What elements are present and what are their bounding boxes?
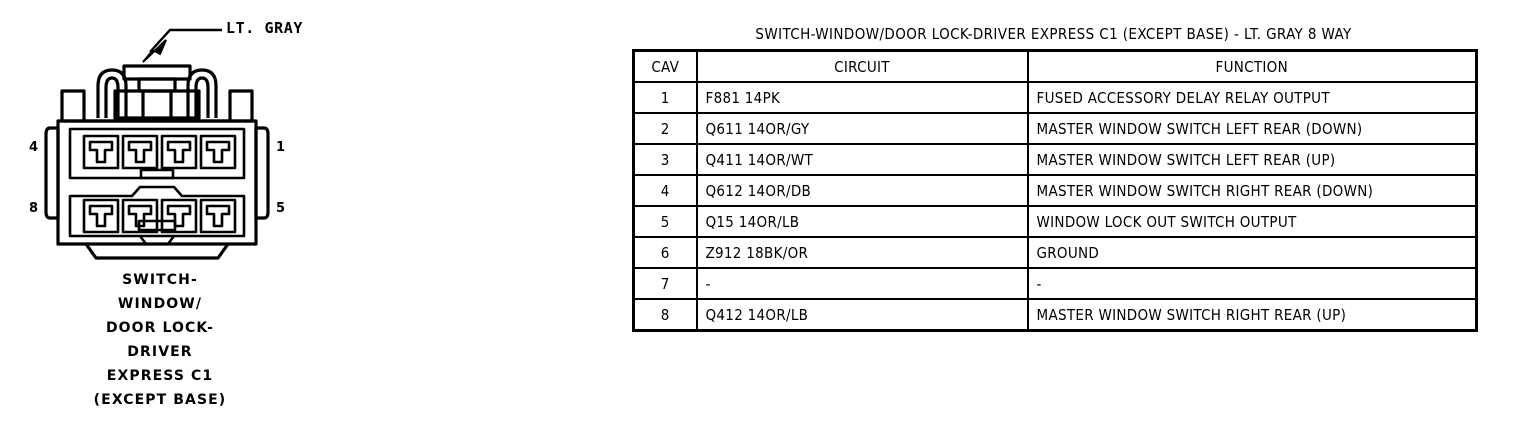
column-header-circuit: CIRCUIT <box>695 49 1029 83</box>
caption-line: DRIVER <box>127 344 193 360</box>
circuit-cell: F881 14PK <box>695 81 1029 114</box>
connector-cavity-row-bottom <box>68 185 246 246</box>
function-cell: FUSED ACCESSORY DELAY RELAY OUTPUT <box>1026 81 1478 114</box>
caption-line: SWITCH- <box>122 272 198 288</box>
function-cell: MASTER WINDOW SWITCH LEFT REAR (DOWN) <box>1026 112 1478 145</box>
connector-latch <box>60 64 254 123</box>
circuit-cell: - <box>695 267 1029 300</box>
pin-number-5: 5 <box>276 201 286 216</box>
circuit-cell: Z912 18BK/OR <box>695 236 1029 269</box>
pin-number-8: 8 <box>29 201 39 216</box>
table-header-row: CAV CIRCUIT FUNCTION <box>632 49 1478 83</box>
function-cell: MASTER WINDOW SWITCH RIGHT REAR (DOWN) <box>1026 174 1478 207</box>
connector-color-callout-label: LT. GRAY <box>226 19 304 37</box>
function-cell: - <box>1026 267 1478 300</box>
connector-drawing <box>44 28 270 260</box>
cav-cell: 1 <box>632 81 698 114</box>
circuit-cell: Q611 14OR/GY <box>695 112 1029 145</box>
pin-number-1: 1 <box>276 140 286 155</box>
function-cell: MASTER WINDOW SWITCH RIGHT REAR (UP) <box>1026 298 1478 332</box>
circuit-cell: Q412 14OR/LB <box>695 298 1029 332</box>
connector-body-shell <box>44 119 270 260</box>
caption-line: WINDOW/ <box>117 296 203 312</box>
cav-cell: 6 <box>632 236 698 269</box>
function-cell: MASTER WINDOW SWITCH LEFT REAR (UP) <box>1026 143 1478 176</box>
caption-line: EXPRESS C1 <box>106 368 214 384</box>
arrow-pointer-icon <box>142 28 222 63</box>
connector-illustration-panel: LT. GRAY <box>0 0 340 436</box>
column-header-function: FUNCTION <box>1026 49 1478 83</box>
circuit-cell: Q411 14OR/WT <box>695 143 1029 176</box>
pin-number-4: 4 <box>29 140 39 155</box>
cav-cell: 2 <box>632 112 698 145</box>
function-cell: GROUND <box>1026 236 1478 269</box>
cav-cell: 7 <box>632 267 698 300</box>
table-row: 7-- <box>632 267 1478 300</box>
cav-cell: 3 <box>632 143 698 176</box>
function-cell: WINDOW LOCK OUT SWITCH OUTPUT <box>1026 205 1478 238</box>
pinout-table-title: SWITCH-WINDOW/DOOR LOCK-DRIVER EXPRESS C… <box>755 25 1352 43</box>
connector-caption: SWITCH- WINDOW/ DOOR LOCK- DRIVER EXPRES… <box>0 268 320 412</box>
cav-cell: 8 <box>632 298 698 332</box>
column-header-cav: CAV <box>632 49 698 83</box>
caption-line: DOOR LOCK- <box>105 320 215 336</box>
pinout-table-panel: SWITCH-WINDOW/DOOR LOCK-DRIVER EXPRESS C… <box>632 25 1478 332</box>
connector-cavity-row-top <box>68 127 246 180</box>
cav-cell: 5 <box>632 205 698 238</box>
circuit-cell: Q15 14OR/LB <box>695 205 1029 238</box>
circuit-cell: Q612 14OR/DB <box>695 174 1029 207</box>
cav-cell: 4 <box>632 174 698 207</box>
caption-line: (EXCEPT BASE) <box>93 392 227 408</box>
